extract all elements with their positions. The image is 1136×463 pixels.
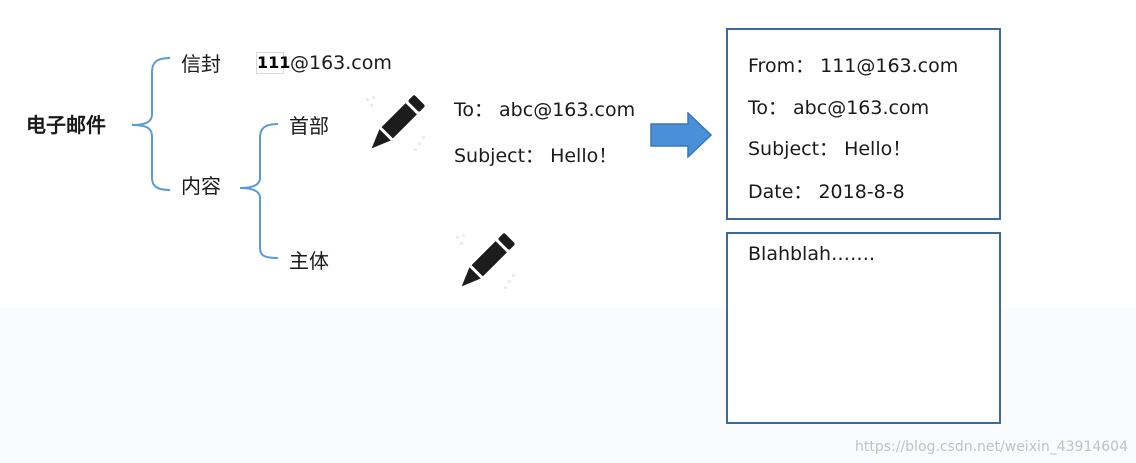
pencil-icon xyxy=(366,95,425,151)
watermark: https://blog.csdn.net/weixin_43914604 xyxy=(854,439,1128,455)
tree-body-label: 主体 xyxy=(289,249,329,273)
draft-to: To： abc@163.com xyxy=(454,99,636,121)
envelope-code: 111 xyxy=(256,52,291,74)
header-box: From： 111@163.com To： abc@163.com Subjec… xyxy=(726,28,1001,220)
envelope-address: @163.com xyxy=(290,52,392,74)
tree-header-label: 首部 xyxy=(289,114,329,138)
header-subject: Subject： Hello！ xyxy=(748,138,912,160)
body-box: Blahblah……. xyxy=(726,232,1001,424)
pencil-icon xyxy=(456,233,515,289)
tree-content-label: 内容 xyxy=(181,174,221,198)
header-to: To： abc@163.com xyxy=(748,97,930,119)
header-from: From： 111@163.com xyxy=(748,55,959,77)
body-text: Blahblah……. xyxy=(748,243,876,265)
root-brace xyxy=(131,57,171,191)
arrow-right-icon xyxy=(650,112,712,158)
content-brace xyxy=(239,123,279,259)
header-date: Date： 2018-8-8 xyxy=(748,181,905,203)
tree-envelope-label: 信封 xyxy=(181,52,221,76)
draft-subject: Subject： Hello！ xyxy=(454,145,618,167)
tree-root-label: 电子邮件 xyxy=(26,113,106,137)
